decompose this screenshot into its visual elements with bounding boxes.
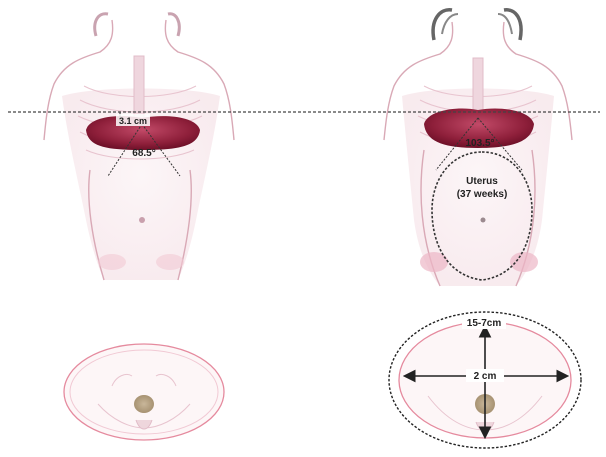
right-subcostal-angle-label: 103.5°	[465, 138, 494, 149]
ap-measure-label: 15-7cm	[467, 318, 502, 329]
left-subcostal-angle-label: 68.5°	[132, 148, 155, 159]
transverse-measure-label: 2 cm	[474, 371, 497, 382]
left-offset-label-box: 3.1 cm	[116, 114, 150, 126]
left-vertebra	[134, 395, 154, 413]
uterus-weeks-label: (37 weeks)	[457, 189, 508, 200]
uterus-label: Uterus	[466, 176, 498, 187]
left-cross-section	[64, 344, 224, 440]
diaphragm-offset-label: 3.1 cm	[119, 116, 147, 126]
left-torso-figure	[44, 14, 234, 280]
